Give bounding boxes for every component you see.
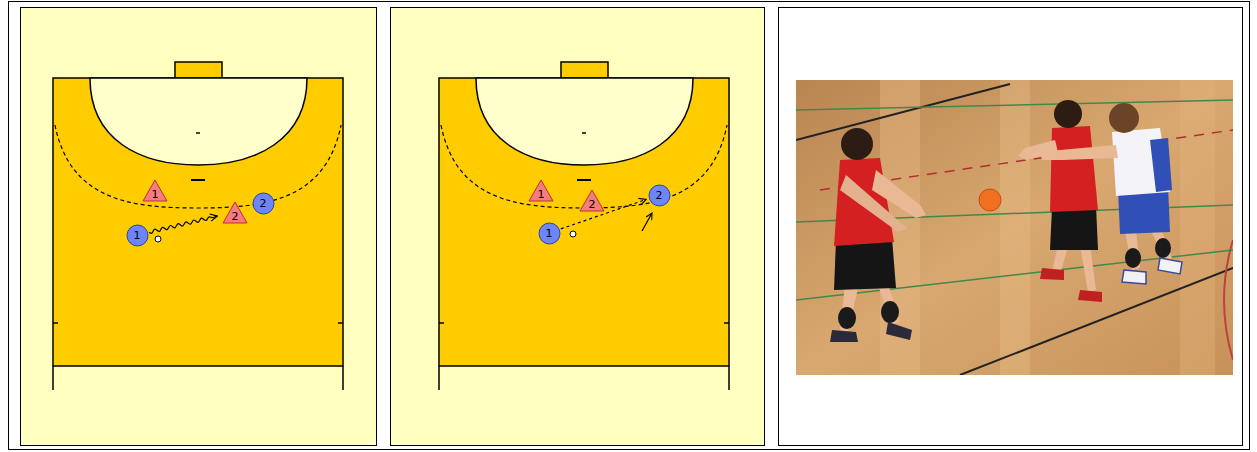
court-line bbox=[1224, 240, 1233, 360]
player-number: 1 bbox=[538, 189, 545, 200]
head bbox=[1109, 103, 1139, 133]
shoe bbox=[1158, 258, 1182, 274]
defender-triangle: 2 bbox=[579, 189, 605, 212]
connector-group bbox=[149, 199, 646, 233]
arm bbox=[1040, 145, 1118, 160]
attacker-circle: 2 bbox=[648, 184, 671, 207]
defender-shape bbox=[580, 190, 604, 211]
player-number: 1 bbox=[152, 189, 159, 200]
dribble-arrow bbox=[149, 216, 217, 233]
defender-shape bbox=[223, 202, 247, 223]
shoe bbox=[1122, 270, 1146, 284]
shoe bbox=[1078, 290, 1102, 302]
knee-pad bbox=[1125, 248, 1141, 268]
court-line bbox=[796, 100, 1233, 110]
shoe bbox=[1040, 268, 1064, 280]
handball-photo bbox=[796, 80, 1233, 375]
defender-shape bbox=[143, 180, 167, 201]
panel-cell bbox=[21, 8, 377, 446]
court-line bbox=[960, 268, 1233, 375]
player-number: 2 bbox=[589, 199, 596, 210]
knee-pad bbox=[838, 307, 856, 329]
arm bbox=[840, 175, 908, 232]
attacker-shape bbox=[253, 193, 274, 214]
shoe bbox=[830, 330, 858, 342]
court-diagram bbox=[439, 62, 729, 390]
jersey bbox=[1050, 126, 1098, 212]
shorts bbox=[1050, 206, 1098, 250]
leg bbox=[1125, 230, 1140, 270]
player-number: 1 bbox=[134, 230, 141, 241]
attacker-circle: 1 bbox=[538, 222, 561, 245]
ball bbox=[979, 189, 1001, 211]
defender-triangle: 1 bbox=[528, 179, 554, 202]
run-arrow bbox=[642, 213, 652, 231]
attacker-circle: 1 bbox=[126, 224, 149, 247]
knee-pad bbox=[1155, 238, 1171, 258]
table-border bbox=[9, 2, 1250, 450]
head bbox=[841, 128, 873, 160]
leg bbox=[1080, 244, 1096, 292]
jersey-panel bbox=[1150, 138, 1172, 192]
player-left bbox=[830, 128, 926, 342]
shoe bbox=[886, 322, 912, 340]
player-number: 2 bbox=[260, 198, 267, 209]
defender-shape bbox=[529, 180, 553, 201]
pass-arrow bbox=[561, 199, 646, 229]
floor bbox=[796, 80, 1233, 375]
ball bbox=[570, 231, 576, 237]
attacker-shape bbox=[649, 185, 670, 206]
attacker-shape bbox=[127, 225, 148, 246]
player-right bbox=[1040, 103, 1182, 284]
player-number: 2 bbox=[656, 190, 663, 201]
defender-triangle: 1 bbox=[142, 179, 168, 202]
player-number: 1 bbox=[546, 228, 553, 239]
floor-reflection bbox=[1000, 80, 1030, 375]
defender-triangle: 2 bbox=[222, 201, 248, 224]
shorts bbox=[834, 238, 896, 290]
player-number: 2 bbox=[232, 211, 239, 222]
attacker-circle: 2 bbox=[252, 192, 275, 215]
knee-pad bbox=[881, 301, 899, 323]
court-diagram bbox=[53, 62, 343, 390]
panel-cell bbox=[391, 8, 765, 446]
ball bbox=[155, 236, 161, 242]
head bbox=[1054, 100, 1082, 128]
floor-reflection bbox=[1180, 80, 1215, 375]
panel-cell bbox=[779, 8, 1243, 446]
leg bbox=[878, 284, 900, 325]
player-middle bbox=[1018, 100, 1102, 302]
court-line bbox=[796, 84, 1010, 140]
attacker-shape bbox=[539, 223, 560, 244]
